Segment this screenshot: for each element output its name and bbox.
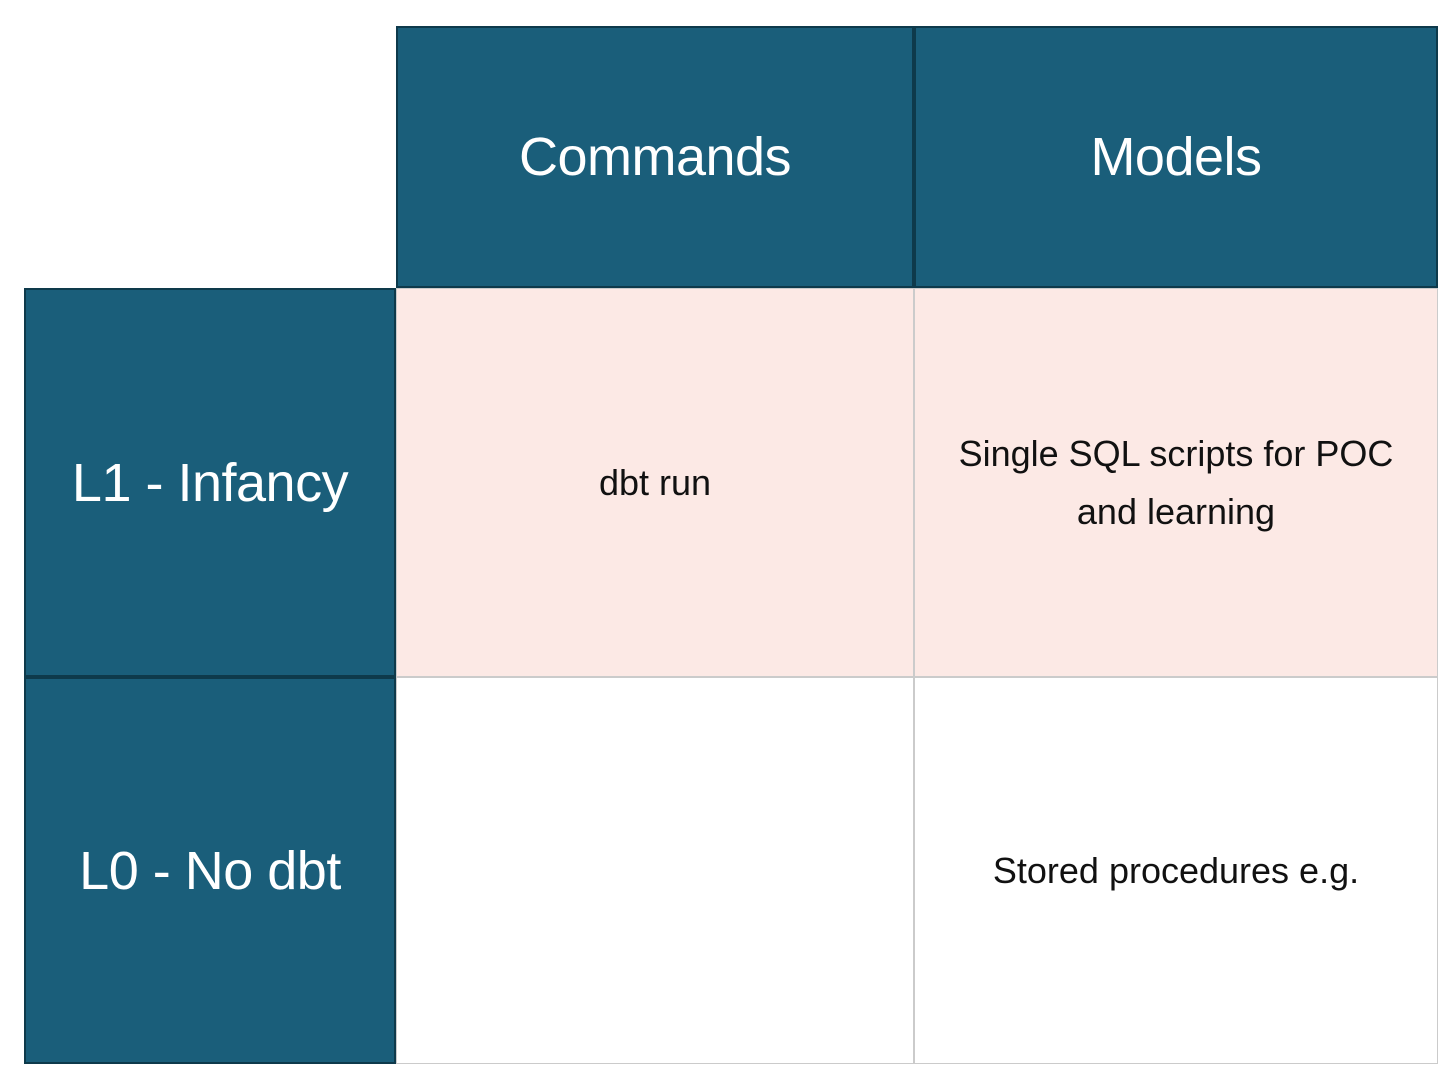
- cell-l0-models-text: Stored procedures e.g.: [992, 849, 1360, 891]
- cell-l1-commands: dbt run: [396, 288, 914, 677]
- row-header-l1: L1 - Infancy: [24, 288, 396, 677]
- cell-l0-models: Stored procedures e.g.: [914, 677, 1438, 1064]
- column-header-models-label: Models: [1090, 127, 1262, 187]
- corner-cell: [24, 26, 396, 288]
- maturity-matrix-table: Commands Models L1 - Infancy dbt run Sin…: [24, 26, 1438, 1064]
- column-header-commands: Commands: [396, 26, 914, 288]
- row-header-l1-label: L1 - Infancy: [71, 452, 349, 513]
- cell-l0-commands: [396, 677, 914, 1064]
- column-header-models: Models: [914, 26, 1438, 288]
- row-header-l0: L0 - No dbt: [24, 677, 396, 1064]
- row-header-l0-label: L0 - No dbt: [79, 840, 341, 901]
- column-header-commands-label: Commands: [518, 127, 792, 187]
- cell-l1-models-text: Single SQL scripts for POC and learning: [958, 432, 1394, 532]
- cell-l1-commands-text: dbt run: [598, 461, 712, 503]
- cell-l1-models: Single SQL scripts for POC and learning: [914, 288, 1438, 677]
